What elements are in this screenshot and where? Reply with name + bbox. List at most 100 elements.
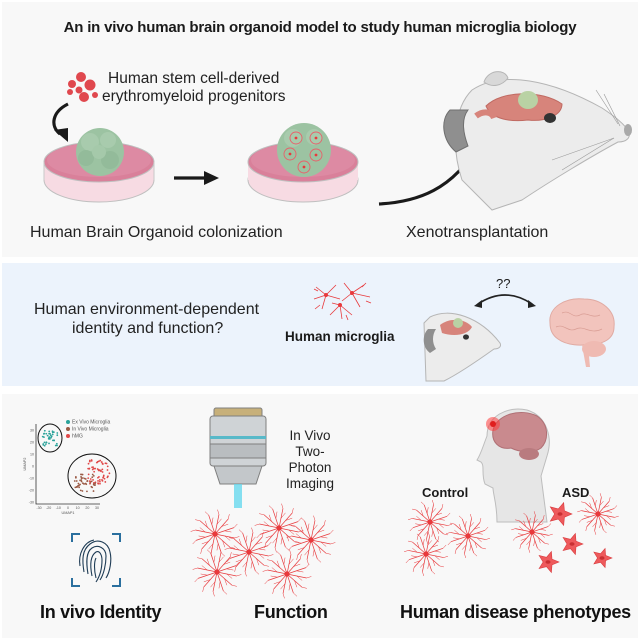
hmg-point bbox=[98, 475, 100, 478]
microglia-branch bbox=[291, 508, 294, 514]
mouse-with-transplant-icon bbox=[443, 71, 632, 211]
in-vivo-point bbox=[80, 479, 83, 481]
control-microglia-cell bbox=[403, 531, 449, 577]
microglia-branch bbox=[606, 511, 612, 513]
microglia-process bbox=[310, 520, 316, 541]
microglia-process bbox=[597, 513, 611, 526]
microglia-branch bbox=[409, 527, 414, 532]
hmg-point bbox=[100, 461, 103, 463]
microglia-branch bbox=[264, 580, 269, 585]
hmg-point bbox=[87, 462, 90, 465]
microglia-process bbox=[429, 515, 448, 523]
microglia-branch bbox=[255, 541, 263, 545]
microglia-process bbox=[278, 527, 299, 533]
microglia-branch bbox=[474, 541, 478, 548]
microglia-process bbox=[216, 571, 224, 592]
microglia-process bbox=[291, 539, 312, 547]
microglia-branch bbox=[274, 547, 277, 553]
microglia-branch bbox=[200, 573, 208, 576]
ex-vivo-point bbox=[45, 432, 48, 435]
legend-label: Ex Vivo Microglia bbox=[72, 420, 110, 426]
microglia-branch bbox=[431, 508, 437, 514]
microglia-branch bbox=[540, 533, 546, 538]
microglia-process bbox=[229, 551, 250, 559]
microglia-soma bbox=[246, 549, 252, 555]
ex-vivo-point bbox=[50, 436, 52, 439]
microglia-process bbox=[286, 573, 294, 594]
microglia-branch bbox=[296, 570, 304, 573]
umap-ylabel: UMAP2 bbox=[23, 457, 27, 470]
microglia-branch bbox=[221, 552, 226, 557]
ex-vivo-point bbox=[50, 435, 53, 438]
microglia-branch bbox=[229, 537, 235, 540]
microglia-process bbox=[531, 515, 536, 533]
microglia-branch bbox=[431, 570, 436, 575]
microglia-branch bbox=[281, 503, 284, 509]
ex-vivo-point bbox=[43, 432, 46, 435]
microglia-branch bbox=[264, 542, 267, 548]
microglia-branch bbox=[288, 558, 294, 565]
ex-vivo-point bbox=[48, 436, 51, 438]
umap-ytick: 30 bbox=[30, 429, 34, 433]
microglia-branch bbox=[476, 532, 483, 535]
microglia-process bbox=[304, 520, 312, 541]
microglia-branch bbox=[272, 588, 275, 594]
colonized-organoid bbox=[277, 123, 331, 177]
progenitors-label-line1: Human stem cell-derived bbox=[108, 70, 280, 87]
microglia-branch bbox=[244, 571, 247, 577]
microglia-branch bbox=[456, 542, 463, 546]
hmg-point bbox=[99, 482, 101, 485]
microglia-branch bbox=[275, 511, 278, 519]
ex-vivo-point bbox=[41, 435, 44, 438]
microglia-branch bbox=[313, 515, 316, 521]
microglia-process bbox=[412, 518, 431, 523]
asd-amoeboid-cell bbox=[538, 550, 560, 574]
microglia-branch bbox=[312, 524, 318, 531]
microglia-soma bbox=[276, 525, 282, 531]
microglia-branch bbox=[242, 561, 248, 568]
microglia-branch bbox=[291, 525, 297, 528]
microglia-branch bbox=[469, 522, 475, 528]
microglia-branch bbox=[443, 556, 449, 558]
microglia-process bbox=[248, 551, 269, 557]
microglia-branch bbox=[245, 535, 248, 543]
microglia-branch bbox=[300, 526, 304, 534]
microglia-branch bbox=[408, 540, 413, 543]
microglia-process bbox=[286, 554, 292, 575]
microglia-branch bbox=[442, 544, 447, 549]
microglia-branch bbox=[599, 500, 604, 506]
microglia-branch bbox=[416, 542, 420, 549]
in-vivo-point bbox=[80, 473, 83, 476]
human-microglia-label: Human microglia bbox=[285, 329, 395, 344]
microglia-branch bbox=[238, 529, 243, 534]
microglia-process bbox=[286, 573, 303, 588]
microglia-branch bbox=[293, 563, 301, 567]
control-microglia-cell bbox=[407, 499, 453, 545]
microglia-branch bbox=[515, 519, 520, 521]
microglia-branch bbox=[484, 526, 489, 531]
microglia-branch bbox=[250, 536, 256, 543]
ex-vivo-point bbox=[56, 434, 59, 437]
microglia-branch bbox=[232, 553, 240, 556]
microglia-branch bbox=[470, 513, 472, 519]
brain-organoid bbox=[76, 128, 124, 176]
microglia-branch bbox=[200, 548, 203, 554]
microglia-branch bbox=[438, 518, 445, 521]
microglia-branch bbox=[190, 529, 196, 532]
microglia-branch bbox=[518, 533, 524, 535]
microglia-process bbox=[233, 538, 250, 553]
microglia-branch bbox=[445, 532, 451, 534]
microglia-soma bbox=[212, 531, 218, 537]
microglia-branch bbox=[285, 546, 290, 551]
microglia-process bbox=[212, 571, 218, 592]
in-vivo-point bbox=[76, 485, 78, 488]
microglia-branch bbox=[512, 537, 517, 541]
microglia-branch bbox=[297, 517, 302, 522]
microglia-branch bbox=[301, 586, 307, 589]
microglia-branch bbox=[441, 504, 444, 509]
microglia-branch bbox=[238, 538, 242, 546]
microglia-branch bbox=[523, 520, 526, 527]
microglia-branch bbox=[548, 533, 553, 536]
microglia-branch bbox=[416, 515, 422, 521]
ex-vivo-point bbox=[53, 439, 55, 442]
